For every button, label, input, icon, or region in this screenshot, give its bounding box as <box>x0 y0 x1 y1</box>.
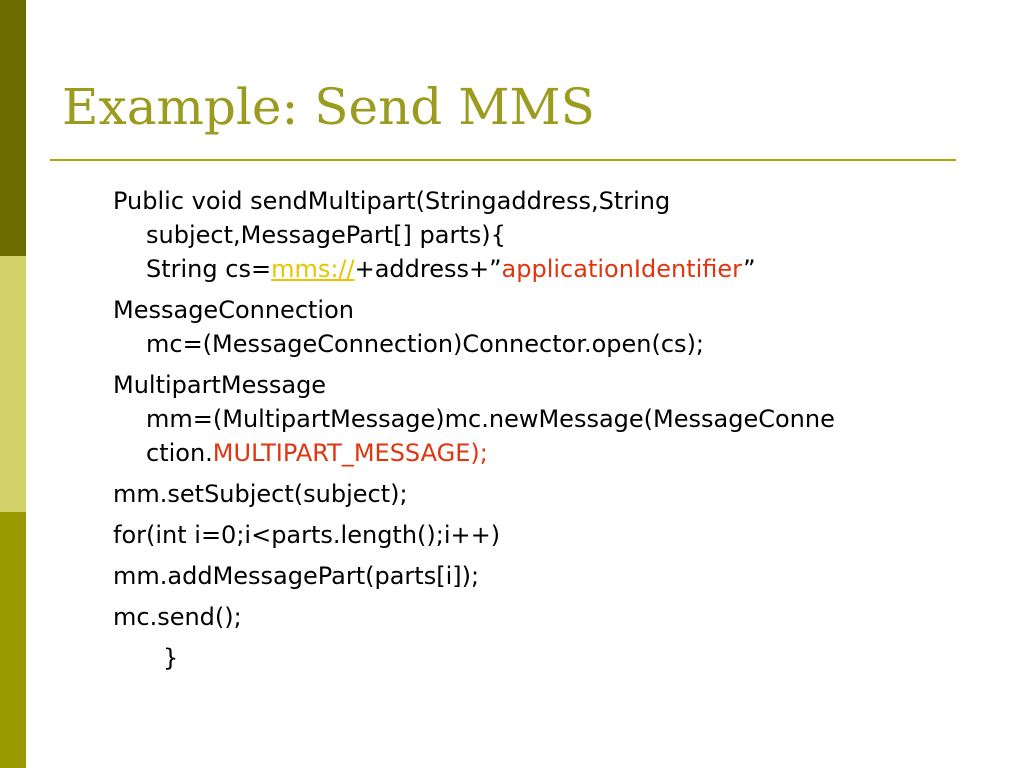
code-line: for(int i=0;i<parts.length();i++) <box>113 521 501 549</box>
highlighted-identifier: applicationIdentifier <box>501 255 744 283</box>
code-line: Public void sendMultipart(Stringaddress,… <box>113 187 671 215</box>
code-fragment: +address+” <box>354 255 502 283</box>
code-line: mc.send(); <box>113 603 242 631</box>
mms-link[interactable]: mms:// <box>271 255 355 283</box>
highlighted-constant: MULTIPART_MESSAGE); <box>212 439 488 467</box>
code-paragraph-method-signature: Public void sendMultipart(Stringaddress,… <box>113 184 963 286</box>
code-line: MultipartMessage <box>113 371 327 399</box>
code-line: mm=(MultipartMessage)mc.newMessage(Messa… <box>146 405 835 433</box>
code-line: subject,MessagePart[] parts){ <box>146 221 506 249</box>
code-paragraph-add-part: mm.addMessagePart(parts[i]); <box>113 559 963 593</box>
code-paragraph-closing-brace: } <box>113 641 963 675</box>
code-fragment: ction. <box>146 439 213 467</box>
code-line: MessageConnection <box>113 296 354 324</box>
code-line-string-cs: String cs=mms://+address+”applicationIde… <box>113 252 963 286</box>
left-accent-bar-bottom <box>0 512 26 768</box>
code-line: mm.addMessagePart(parts[i]); <box>113 562 480 590</box>
code-fragment: ” <box>743 255 756 283</box>
code-paragraph-set-subject: mm.setSubject(subject); <box>113 477 963 511</box>
code-paragraph-connection: MessageConnection mc=(MessageConnection)… <box>113 293 963 361</box>
code-paragraph-send: mc.send(); <box>113 600 963 634</box>
left-accent-bar-middle <box>0 256 26 512</box>
code-line: mm.setSubject(subject); <box>113 480 408 508</box>
left-accent-bar-top <box>0 0 26 256</box>
code-fragment: String cs= <box>146 255 272 283</box>
code-paragraph-for-loop: for(int i=0;i<parts.length();i++) <box>113 518 963 552</box>
slide-title: Example: Send MMS <box>62 78 595 136</box>
code-paragraph-multipart: MultipartMessage mm=(MultipartMessage)mc… <box>113 368 963 470</box>
code-line-multipart-constant: ction.MULTIPART_MESSAGE); <box>113 436 963 470</box>
code-line: } <box>163 644 179 672</box>
title-divider <box>50 159 956 161</box>
code-body: Public void sendMultipart(Stringaddress,… <box>113 184 963 682</box>
code-line: mc=(MessageConnection)Connector.open(cs)… <box>146 330 705 358</box>
